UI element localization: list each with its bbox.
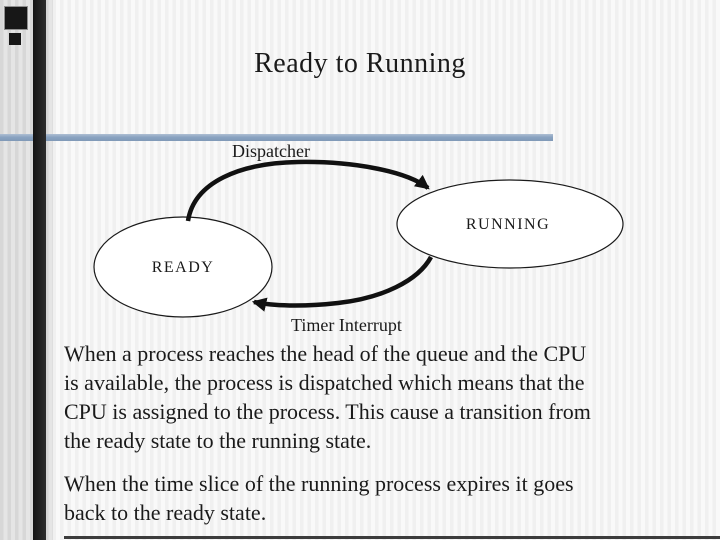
running-state-ellipse <box>396 179 624 269</box>
page-title: Ready to Running <box>254 48 466 79</box>
running-state-label: RUNNING <box>465 216 551 233</box>
dispatcher-label: Dispatcher <box>232 141 310 161</box>
timer-interrupt-arrow <box>251 255 433 312</box>
ready-state-ellipse <box>93 216 273 318</box>
decor-square-large <box>4 6 28 30</box>
ready-state-label: READY <box>151 259 215 276</box>
timer-interrupt-label: Timer Interrupt <box>291 315 402 335</box>
left-accent-bar <box>33 0 46 540</box>
body-paragraph-1: When a process reaches the head of the q… <box>64 341 591 453</box>
bottom-border-line <box>64 536 720 539</box>
body-paragraph-2: When the time slice of the running proce… <box>64 471 574 525</box>
dispatcher-arrow <box>185 159 430 222</box>
title-divider-line <box>0 134 553 141</box>
decor-square-small <box>9 33 21 45</box>
